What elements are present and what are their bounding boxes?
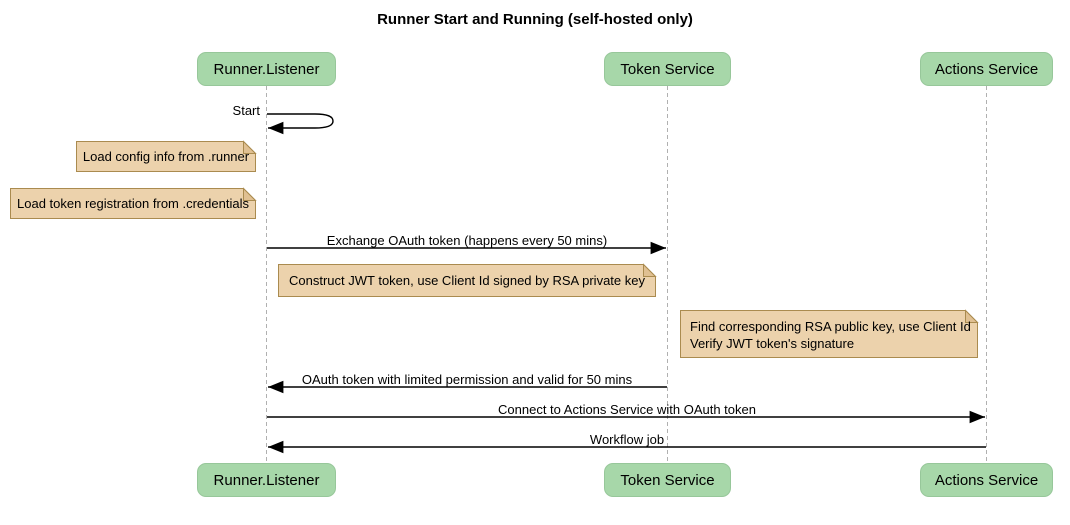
note-construct-jwt: Construct JWT token, use Client Id signe… [289, 272, 645, 288]
participant-label: Actions Service [934, 471, 1039, 489]
diagram-title: Runner Start and Running (self-hosted on… [377, 11, 693, 28]
participant-actions-service-top: Actions Service [920, 52, 1053, 86]
note-load-config: Load config info from .runner [82, 148, 250, 164]
note-verify-jwt: Find corresponding RSA public key, use C… [681, 311, 977, 358]
participant-label: Runner.Listener [213, 60, 320, 78]
message-label-start: Start [232, 103, 260, 118]
note-verify-jwt-line-2: Verify JWT token's signature [690, 335, 855, 351]
participant-runner-listener-bottom: Runner.Listener [197, 463, 336, 497]
note-load-token-registration: Load token registration from .credential… [17, 195, 249, 211]
participant-label: Token Service [620, 471, 715, 489]
message-label-oauth-token-response: OAuth token with limited permission and … [301, 372, 633, 387]
participant-token-service-bottom: Token Service [604, 463, 731, 497]
message-label-exchange-oauth-token: Exchange OAuth token (happens every 50 m… [326, 233, 608, 248]
participant-runner-listener-top: Runner.Listener [197, 52, 336, 86]
participant-label: Actions Service [934, 60, 1039, 78]
participant-label: Runner.Listener [213, 471, 320, 489]
self-message-arrow [267, 113, 334, 135]
message-label-connect-actions-service: Connect to Actions Service with OAuth to… [498, 402, 756, 417]
participant-label: Token Service [620, 60, 715, 78]
participant-actions-service-bottom: Actions Service [920, 463, 1053, 497]
participant-token-service-top: Token Service [604, 52, 731, 86]
message-label-workflow-job: Workflow job [589, 432, 665, 447]
note-verify-jwt-line-1: Find corresponding RSA public key, use C… [690, 318, 971, 334]
